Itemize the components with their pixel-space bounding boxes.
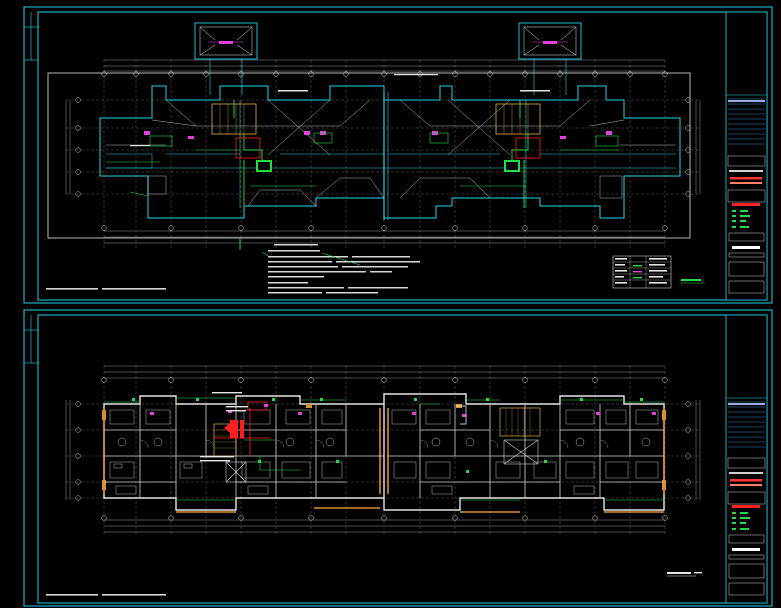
floor-plan-drawing xyxy=(46,365,702,596)
roof-plan-drawing xyxy=(46,22,705,294)
sheet-frame-bottom xyxy=(23,309,773,607)
title-block-bottom xyxy=(725,314,768,604)
title-block-top xyxy=(725,11,768,301)
